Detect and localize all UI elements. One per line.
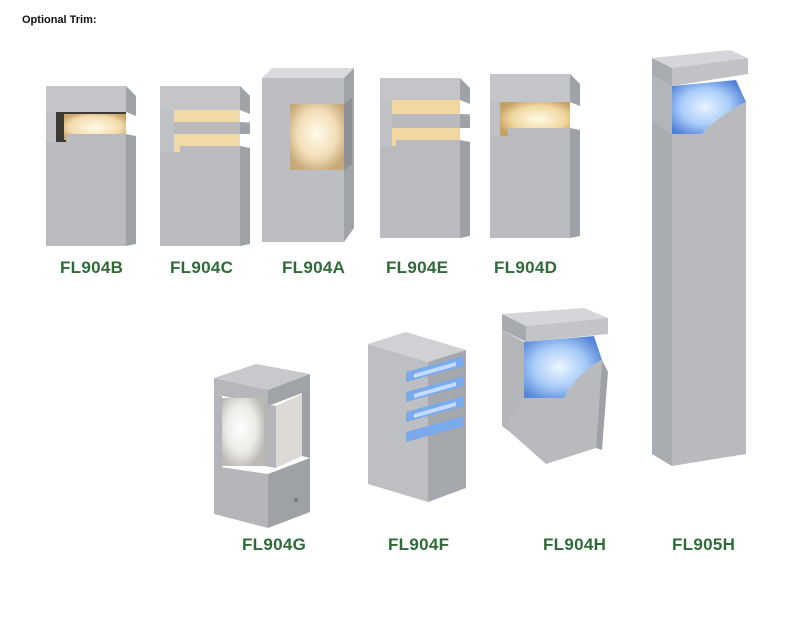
model-label-fl904e: FL904E	[386, 258, 449, 277]
model-label-fl904f: FL904F	[388, 535, 450, 554]
model-label-fl905h: FL905H	[672, 535, 736, 554]
model-label-fl904a: FL904A	[282, 258, 346, 277]
fl904g-image	[212, 364, 312, 530]
fl904h-image	[500, 308, 612, 468]
fl905h-image	[650, 50, 750, 468]
fl904e-image	[378, 78, 472, 240]
page-heading: Optional Trim:	[22, 14, 97, 26]
fl904b-image	[44, 86, 138, 248]
model-label-fl904d: FL904D	[494, 258, 558, 277]
fl904a-image	[262, 68, 358, 244]
fl904d-image	[488, 74, 582, 240]
fl904f-image	[366, 332, 468, 504]
model-label-fl904c: FL904C	[170, 258, 234, 277]
model-label-fl904g: FL904G	[242, 535, 307, 554]
model-label-fl904h: FL904H	[543, 535, 607, 554]
fl904c-image	[158, 86, 252, 248]
model-label-fl904b: FL904B	[60, 258, 124, 277]
